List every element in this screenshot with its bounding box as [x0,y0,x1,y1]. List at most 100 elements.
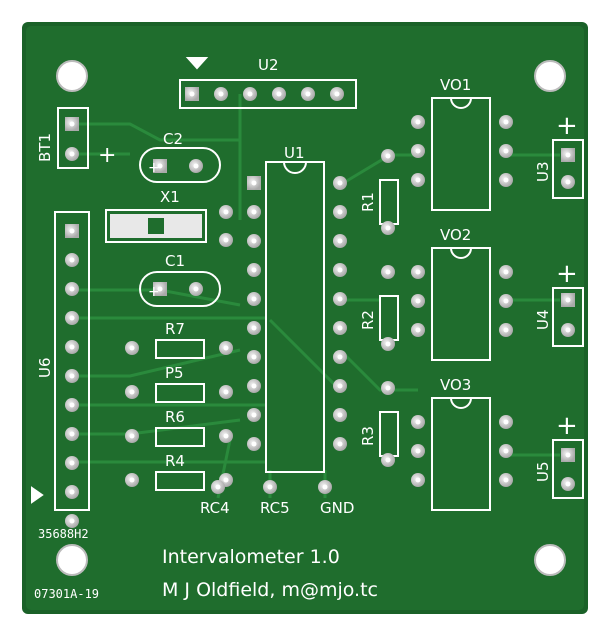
drill-hole [503,269,509,275]
label-rc4: RC4 [200,499,230,517]
drill-hole [337,209,343,215]
drill-hole [337,354,343,360]
drill-hole [69,489,75,495]
silkscreen-outlines [31,57,584,511]
drill-hole [69,286,75,292]
label-u1: U1 [284,144,305,162]
label-gnd: GND [320,499,354,517]
label-c2-plus: + [148,160,160,176]
drill-hole [337,180,343,186]
drill-hole [69,228,75,234]
drill-hole [415,177,421,183]
label-u5-plus: + [556,411,578,441]
label-u6: U6 [36,357,54,378]
label-vo2: VO2 [440,226,471,244]
drill-hole [503,119,509,125]
drill-hole [193,163,199,169]
drill-hole [69,344,75,350]
drill-hole [385,385,391,391]
drill-hole [267,484,273,490]
label-u3-plus: + [556,111,578,141]
drill-hole [415,477,421,483]
drill-hole [337,296,343,302]
drill-hole [276,91,282,97]
label-vo1: VO1 [440,76,471,94]
drill-hole [503,419,509,425]
label-u4-plus: + [556,259,578,289]
drill-hole [157,286,163,292]
drill-hole [415,419,421,425]
drill-hole [415,119,421,125]
label-c1-plus: + [148,284,160,300]
drill-hole [215,484,221,490]
label-vo3: VO3 [440,376,471,394]
drill-hole [503,477,509,483]
drill-hole [337,412,343,418]
drill-hole [565,481,571,487]
label-r2: R2 [359,310,377,330]
drill-hole [223,433,229,439]
drill-hole [69,460,75,466]
drill-hole [565,179,571,185]
drill-hole [385,341,391,347]
board-code-top: 35688H2 [38,527,89,541]
drill-hole [503,177,509,183]
drill-hole [415,269,421,275]
drill-hole [334,91,340,97]
drill-hole [337,238,343,244]
drill-hole [322,484,328,490]
drill-hole [385,269,391,275]
board-title: Intervalometer 1.0 [162,546,340,568]
label-rc5: RC5 [260,499,290,517]
drill-hole [337,441,343,447]
drill-hole [69,373,75,379]
drill-hole [69,431,75,437]
drill-hole [69,402,75,408]
drill-hole [189,91,195,97]
drill-hole [69,257,75,263]
drill-hole [69,151,75,157]
label-r4: R4 [165,452,185,470]
drill-hole [69,315,75,321]
label-bt1-plus: + [98,143,116,168]
drill-hole [565,452,571,458]
solder-pads [65,87,575,528]
drill-hole [503,327,509,333]
drill-hole [385,153,391,159]
drill-hole [251,383,257,389]
drill-hole [565,327,571,333]
drill-hole [129,389,135,395]
label-x1: X1 [160,188,180,206]
drill-hole [385,225,391,231]
drill-hole [415,298,421,304]
drill-hole [305,91,311,97]
label-u2: U2 [258,56,279,74]
drill-hole [223,389,229,395]
drill-hole [565,152,571,158]
drill-hole [157,163,163,169]
label-r7: R7 [165,320,185,338]
drill-hole [247,91,253,97]
label-p5: P5 [165,364,184,382]
label-c2: C2 [163,130,183,148]
board-code-bottom: 07301A-19 [34,587,99,601]
drill-hole [251,238,257,244]
drill-hole [251,325,257,331]
label-bt1: BT1 [36,133,54,162]
drill-hole [223,345,229,351]
drill-hole [565,297,571,303]
drill-hole [385,457,391,463]
drill-hole [415,148,421,154]
drill-hole [503,448,509,454]
drill-hole [251,354,257,360]
drill-hole [503,298,509,304]
drill-hole [251,267,257,273]
drill-hole [337,267,343,273]
drill-hole [251,180,257,186]
label-r3: R3 [359,426,377,446]
label-r1: R1 [359,192,377,212]
drill-hole [129,433,135,439]
drill-hole [251,209,257,215]
drill-hole [129,345,135,351]
